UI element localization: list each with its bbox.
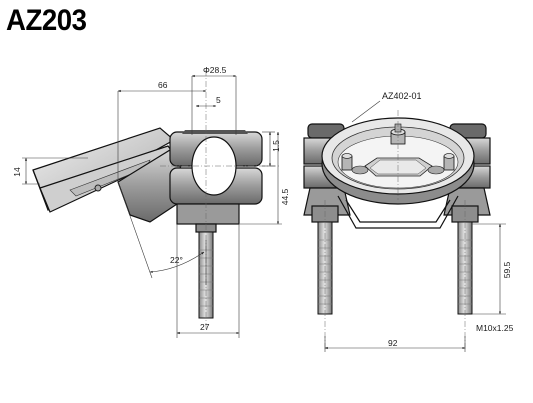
- dim-width-27: 27: [200, 322, 210, 332]
- product-title: AZ203: [6, 4, 87, 37]
- dim-width-92: 92: [388, 338, 398, 348]
- front-view: AZ402-01 59.5 M10x1.25 92: [303, 91, 514, 352]
- side-view: Φ28.5 66 5 1.5 44.5 14 22° 27: [12, 65, 290, 338]
- dim-offset-5: 5: [216, 95, 221, 105]
- dim-length-59-5: 59.5: [502, 261, 512, 278]
- part-label-az402-01: AZ402-01: [382, 91, 422, 101]
- dim-angle-22: 22°: [170, 255, 183, 265]
- dim-thread-m10: M10x1.25: [476, 323, 514, 333]
- handlebar-clamp-side: [169, 130, 263, 225]
- dim-clamp-diameter: Φ28.5: [203, 65, 227, 75]
- dim-offset-66: 66: [158, 80, 168, 90]
- dim-height-44-5: 44.5: [280, 188, 290, 205]
- dim-height-14: 14: [12, 167, 22, 177]
- dim-height-1-5: 1.5: [271, 140, 281, 152]
